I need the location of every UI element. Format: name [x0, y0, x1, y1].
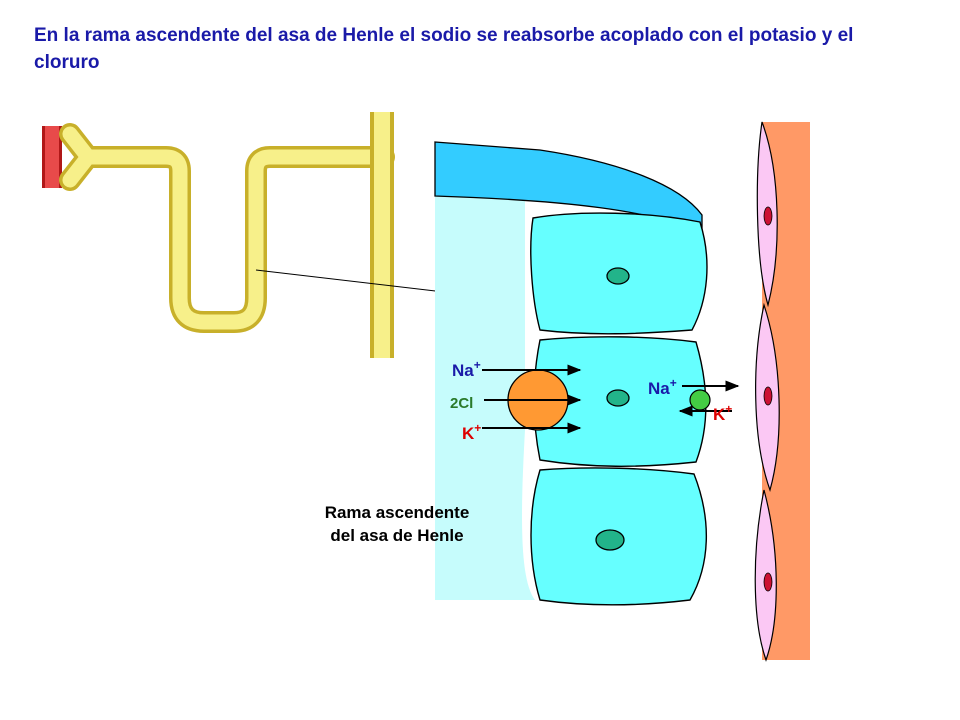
capillary-nuclei	[763, 206, 773, 592]
label-na-apical: Na+	[452, 358, 481, 380]
label-k-basolateral: K+	[713, 402, 732, 424]
label-na-basolateral: Na+	[648, 376, 677, 398]
label-k-apical: K+	[462, 421, 481, 443]
nucleus-top	[606, 267, 630, 285]
nephron-tubule	[59, 112, 395, 358]
capillary-cells	[754, 121, 780, 662]
cell-nuclei	[595, 267, 630, 551]
nucleus-middle	[606, 389, 630, 407]
cotransporter-arrows	[482, 364, 582, 434]
nucleus-bottom	[595, 529, 625, 551]
caption-line-2: del asa de Henle	[330, 526, 463, 545]
pump-arrows	[678, 380, 740, 417]
label-2cl: 2Cl	[450, 395, 473, 412]
na-k-pump	[689, 389, 711, 411]
caption-line-1: Rama ascendente	[325, 503, 470, 522]
slide-title: En la rama ascendente del asa de Henle e…	[34, 25, 854, 73]
blood-vessel	[42, 126, 62, 188]
